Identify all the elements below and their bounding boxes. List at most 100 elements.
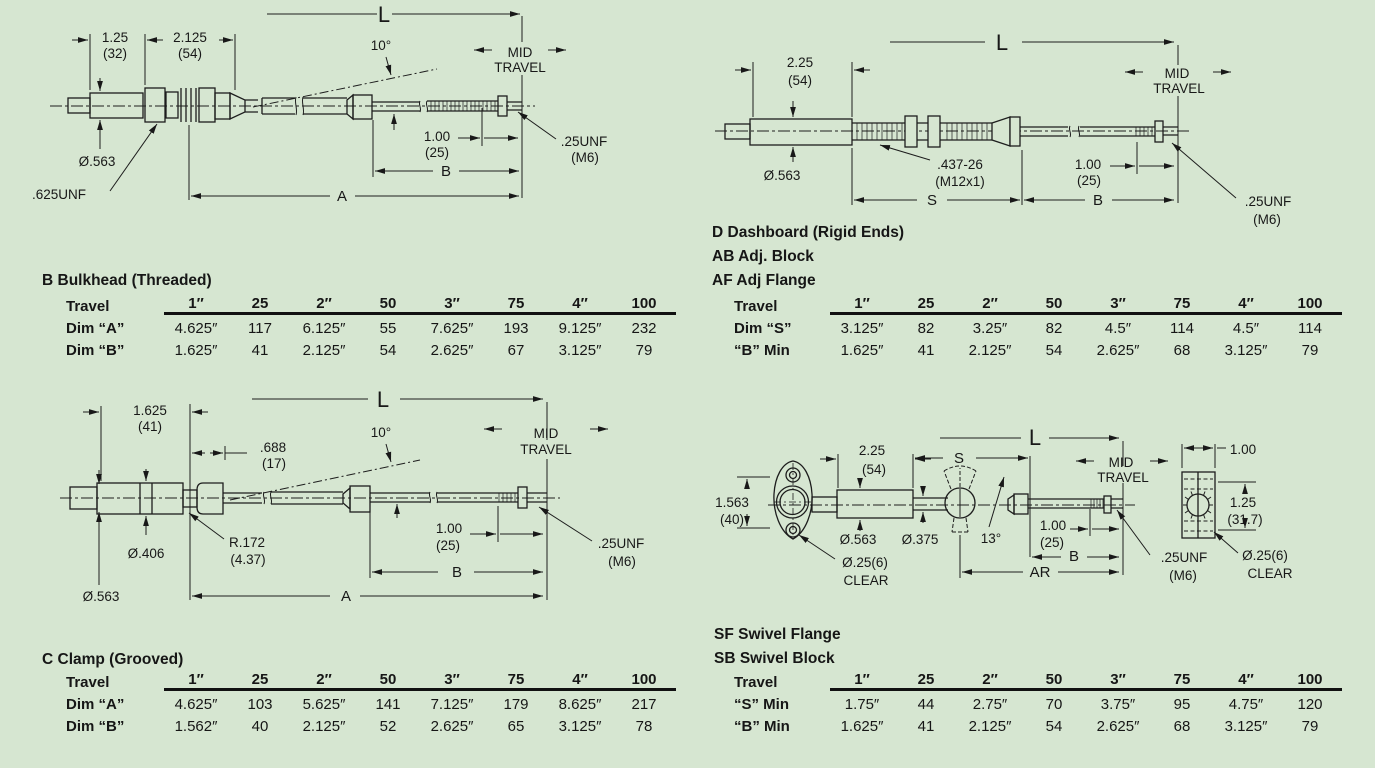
- clamp-table: Travel 1″ 25 2″ 50 3″ 75 4″ 100 Dim “A” …: [66, 671, 676, 735]
- swivel-table-header: 1″: [830, 671, 894, 691]
- table-value: 2.625″: [430, 342, 474, 359]
- clamp-w1mm-label: (41): [138, 419, 162, 434]
- swivel-title-1: SF Swivel Flange: [714, 626, 841, 643]
- table-value: 2.125″: [968, 718, 1012, 735]
- dashboard-length-label: L: [996, 30, 1008, 55]
- table-value: 114: [1298, 320, 1322, 337]
- table-value: 2.75″: [972, 696, 1008, 713]
- table-value: 3.125″: [558, 718, 602, 735]
- clamp-tipmm-label: (M6): [608, 554, 636, 569]
- clamp-len1mm-label: (25): [436, 538, 460, 553]
- dashboard-travel-label: TRAVEL: [1153, 81, 1205, 96]
- swivel-table-header: 25: [894, 671, 958, 691]
- table-value: 4.625″: [174, 320, 218, 337]
- table-value: 44: [917, 696, 935, 713]
- clamp-r-label: R.172: [229, 535, 265, 550]
- clamp-row-label: Dim “A”: [66, 696, 125, 713]
- table-value: 2.125″: [302, 718, 346, 735]
- table-value: 2.125″: [302, 342, 346, 359]
- table-value: 4.5″: [1104, 320, 1132, 337]
- swivel-table: Travel 1″ 25 2″ 50 3″ 75 4″ 100 “S” Min …: [734, 671, 1342, 735]
- clamp-w2mm-label: (17): [262, 456, 286, 471]
- table-value: 6.125″: [302, 320, 346, 337]
- dashboard-tipmm-label: (M6): [1253, 212, 1281, 227]
- table-value: 79: [1301, 718, 1319, 735]
- clamp-travel-label: TRAVEL: [520, 442, 572, 457]
- swivel-travel-label: TRAVEL: [1097, 470, 1149, 485]
- clamp-dia2-label: Ø.563: [83, 589, 120, 604]
- table-value: 52: [379, 718, 397, 735]
- bulkhead-table: Travel 1″ 25 2″ 50 3″ 75 4″ 100 Dim “A” …: [66, 295, 676, 359]
- swivel-table-header: 75: [1150, 671, 1214, 691]
- table-value: 3.125″: [840, 320, 884, 337]
- swivel-table-header: 100: [1278, 671, 1342, 691]
- table-value: 217: [631, 696, 657, 713]
- table-value: 41: [917, 718, 935, 735]
- dashboard-table-header: 2″: [958, 295, 1022, 315]
- bulkhead-table-header: 50: [356, 295, 420, 315]
- dashboard-table-header: 50: [1022, 295, 1086, 315]
- bulkhead-table-header: 75: [484, 295, 548, 315]
- table-value: 70: [1045, 696, 1063, 713]
- bulkhead-tipmm-label: (M6): [571, 150, 599, 165]
- table-value: 9.125″: [558, 320, 602, 337]
- dashboard-geometry: [715, 115, 1190, 148]
- swivel-fhmm-label: (40): [720, 512, 744, 527]
- table-value: 1.562″: [174, 718, 218, 735]
- clamp-table-header: 100: [612, 671, 676, 691]
- swivel-row-label: “S” Min: [734, 696, 789, 713]
- dashboard-row-label: “B” Min: [734, 342, 790, 359]
- clamp-dimA-label: A: [341, 588, 351, 605]
- table-value: 7.125″: [430, 696, 474, 713]
- bulkhead-dimA-label: A: [337, 188, 347, 205]
- clamp-title: C Clamp (Grooved): [42, 651, 184, 668]
- clamp-geometry: [60, 482, 560, 518]
- table-value: 54: [379, 342, 397, 359]
- dashboard-title-3: AF Adj Flange: [712, 272, 816, 289]
- table-value: 3.125″: [1224, 718, 1268, 735]
- swivel-clear1b-label: CLEAR: [843, 573, 888, 588]
- table-value: 141: [375, 696, 401, 713]
- table-value: 4.75″: [1228, 696, 1264, 713]
- table-value: 5.625″: [302, 696, 346, 713]
- swivel-len1-label: 1.00: [1040, 518, 1066, 533]
- table-value: 95: [1173, 696, 1191, 713]
- table-value: 79: [635, 342, 653, 359]
- table-value: 114: [1170, 320, 1194, 337]
- bulkhead-len1mm-label: (25): [425, 145, 449, 160]
- clamp-dia1-label: Ø.406: [128, 546, 165, 561]
- dashboard-dimB-label: B: [1093, 192, 1103, 209]
- table-value: 3.25″: [972, 320, 1008, 337]
- table-value: 2.625″: [1096, 718, 1140, 735]
- table-value: 4.5″: [1232, 320, 1260, 337]
- bulkhead-table-header: 100: [612, 295, 676, 315]
- swivel-w1-label: 2.25: [859, 443, 885, 458]
- dashboard-len1mm-label: (25): [1077, 173, 1101, 188]
- dashboard-dimS-label: S: [927, 192, 937, 209]
- swivel-row-label: “B” Min: [734, 718, 790, 735]
- clamp-w1-label: 1.625: [133, 403, 167, 418]
- swivel-table-col-label: Travel: [734, 674, 778, 691]
- bulkhead-table-header: 4″: [548, 295, 612, 315]
- table-value: 68: [1173, 718, 1191, 735]
- table-value: 54: [1045, 342, 1063, 359]
- swivel-clear1-label: Ø.25(6): [842, 555, 888, 570]
- dashboard-len1-label: 1.00: [1075, 157, 1101, 172]
- bulkhead-row-label: Dim “B”: [66, 342, 125, 359]
- clamp-w2-label: .688: [260, 440, 286, 455]
- bulkhead-table-header: 3″: [420, 295, 484, 315]
- swivel-drawing: L 1.563 (40) Ø.25(6) CLEAR 2.25 (54) Ø.5…: [715, 425, 1293, 588]
- clamp-table-header: 2″: [292, 671, 356, 691]
- table-value: 1.625″: [174, 342, 218, 359]
- swivel-geometry: [768, 460, 1216, 540]
- bulkhead-angle-label: 10°: [371, 38, 391, 53]
- clamp-table-col-label: Travel: [66, 674, 110, 691]
- table-value: 65: [507, 718, 525, 735]
- dashboard-row-label: Dim “S”: [734, 320, 792, 337]
- bulkhead-dia-label: Ø.563: [79, 154, 116, 169]
- table-value: 2.125″: [968, 342, 1012, 359]
- clamp-length-label: L: [377, 387, 389, 412]
- dashboard-dimensions: [735, 39, 1237, 205]
- bulkhead-table-header: 1″: [164, 295, 228, 315]
- swivel-tip-label: .25UNF: [1161, 550, 1208, 565]
